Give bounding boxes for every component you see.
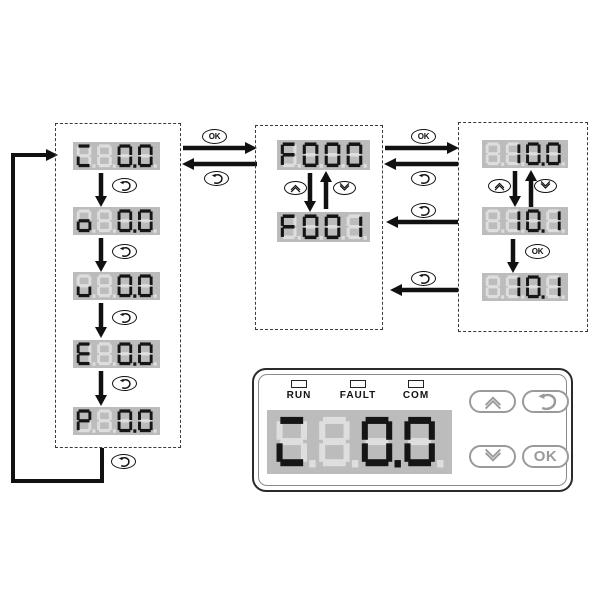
up-button[interactable]: [469, 390, 516, 413]
display-param-F001: [277, 212, 370, 242]
ok-key-icon: OK: [525, 244, 550, 259]
param-group-box: [255, 125, 383, 330]
display-monitor-4: [73, 340, 160, 368]
display-param-F000: [277, 140, 370, 170]
arrow-value-to-param-1: [384, 158, 458, 170]
down-button[interactable]: [469, 445, 516, 468]
ok-label: OK: [417, 131, 430, 141]
return-key-icon: [111, 454, 136, 469]
run-led-label: RUN: [286, 390, 312, 401]
main-display: [267, 410, 452, 474]
down-key-icon: [333, 181, 356, 195]
fault-led-label: FAULT: [339, 390, 377, 401]
display-value-1: [482, 140, 568, 168]
com-led: [408, 380, 424, 388]
ok-label: OK: [533, 448, 558, 465]
ok-label: OK: [208, 131, 221, 141]
arrow-param-to-monitor: [182, 158, 257, 170]
ok-key-icon: OK: [411, 129, 436, 144]
display-value-3: [482, 273, 568, 301]
return-key-icon: [204, 171, 229, 186]
display-monitor-1: [73, 142, 160, 170]
com-led-label: COM: [402, 390, 430, 401]
run-led: [291, 380, 307, 388]
ok-label: OK: [531, 246, 544, 256]
return-key-icon: [112, 376, 137, 391]
arrow-monitor-to-param: [183, 142, 257, 154]
monitor-group-box: [55, 123, 181, 448]
fault-led: [350, 380, 366, 388]
return-key-icon: [112, 178, 137, 193]
return-key-icon: [411, 203, 436, 218]
return-key-icon: [112, 244, 137, 259]
display-monitor-5: [73, 407, 160, 435]
up-key-icon: [284, 181, 307, 195]
up-key-icon: [488, 179, 511, 193]
display-monitor-2: [73, 207, 160, 235]
down-key-icon: [534, 179, 557, 193]
value-group-box: [458, 122, 588, 332]
display-monitor-3: [73, 272, 160, 300]
display-value-2: [482, 207, 568, 235]
return-key-icon: [112, 310, 137, 325]
return-button[interactable]: [522, 390, 569, 413]
ok-key-icon: OK: [202, 129, 227, 144]
return-key-icon: [411, 171, 436, 186]
return-key-icon: [411, 271, 436, 286]
keypad-panel: RUN FAULT COM OK: [252, 368, 573, 492]
ok-button[interactable]: OK: [522, 445, 569, 468]
